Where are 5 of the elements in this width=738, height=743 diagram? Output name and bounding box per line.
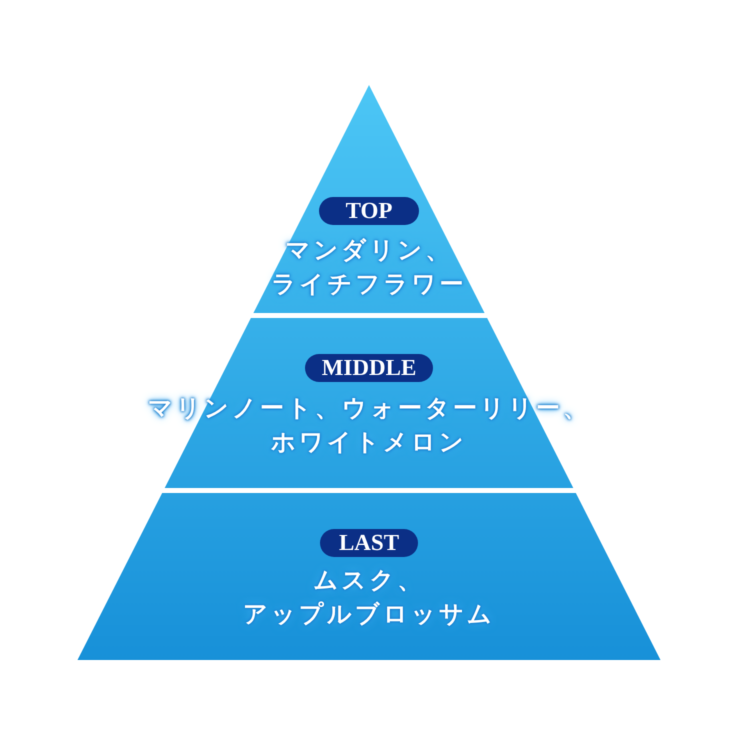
tier-label: MIDDLE: [305, 354, 433, 382]
fragrance-notes: マンダリン、ライチフラワー: [270, 234, 468, 300]
tier-label: TOP: [319, 197, 419, 225]
fragrance-notes: ムスク、アップルブロッサム: [242, 564, 496, 630]
tier-label: LAST: [320, 529, 418, 557]
